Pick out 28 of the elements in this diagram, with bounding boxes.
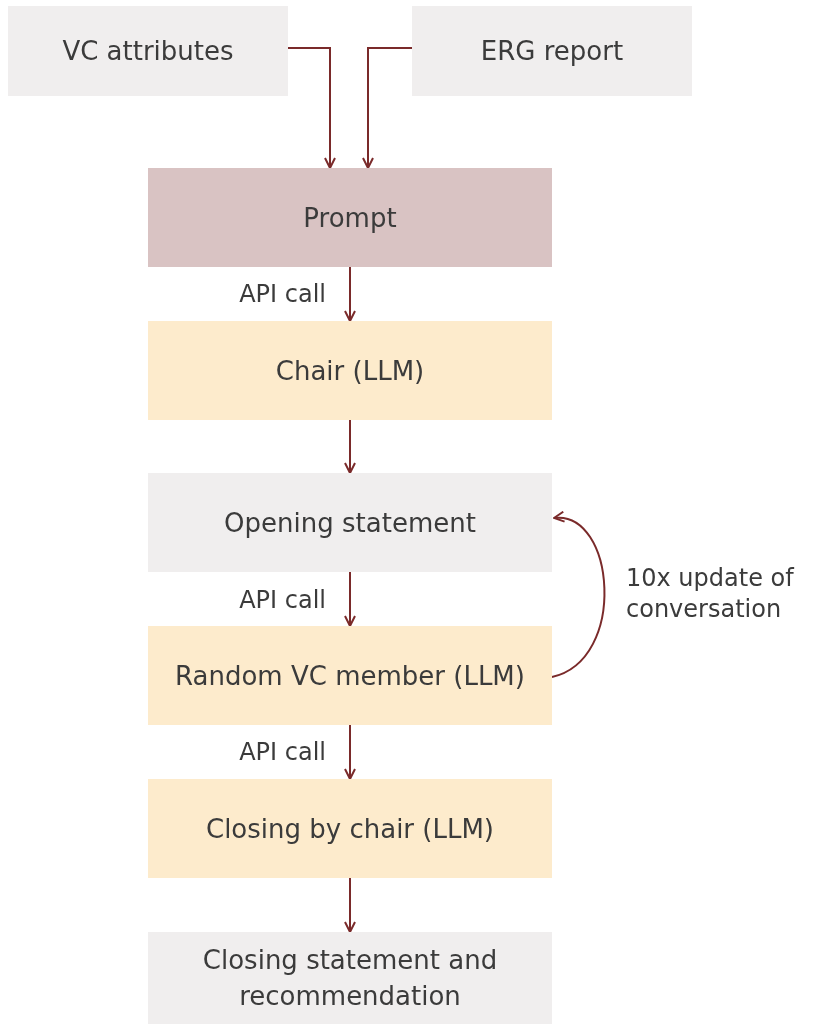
edge-label: API call xyxy=(238,737,326,768)
process-box xyxy=(412,6,692,96)
arrow xyxy=(287,47,336,169)
arrow xyxy=(344,266,356,322)
process-box xyxy=(148,168,552,267)
process-box xyxy=(8,6,288,96)
box-label: ERG report xyxy=(480,35,624,68)
edge-label: API call xyxy=(238,585,326,616)
box-label: Closing statement and recommendation xyxy=(201,944,499,1013)
edge-label: 10x update of conversation xyxy=(626,563,796,625)
arrow xyxy=(362,47,413,169)
box-label: Closing by chair (LLM) xyxy=(206,812,494,846)
box-label: Prompt xyxy=(303,201,397,235)
box-label: Opening statement xyxy=(224,506,476,540)
process-box xyxy=(148,932,552,1024)
box-label: VC attributes xyxy=(62,35,234,68)
arrow xyxy=(344,877,356,933)
process-box xyxy=(148,473,552,572)
arrow xyxy=(551,512,606,678)
arrow xyxy=(344,724,356,780)
process-box xyxy=(148,321,552,420)
box-label: Chair (LLM) xyxy=(275,354,425,388)
edge-label: API call xyxy=(238,279,326,310)
arrow xyxy=(344,419,356,474)
process-box xyxy=(148,626,552,725)
box-label: Random VC member (LLM) xyxy=(175,659,525,693)
process-box xyxy=(148,779,552,878)
arrow xyxy=(344,571,356,627)
